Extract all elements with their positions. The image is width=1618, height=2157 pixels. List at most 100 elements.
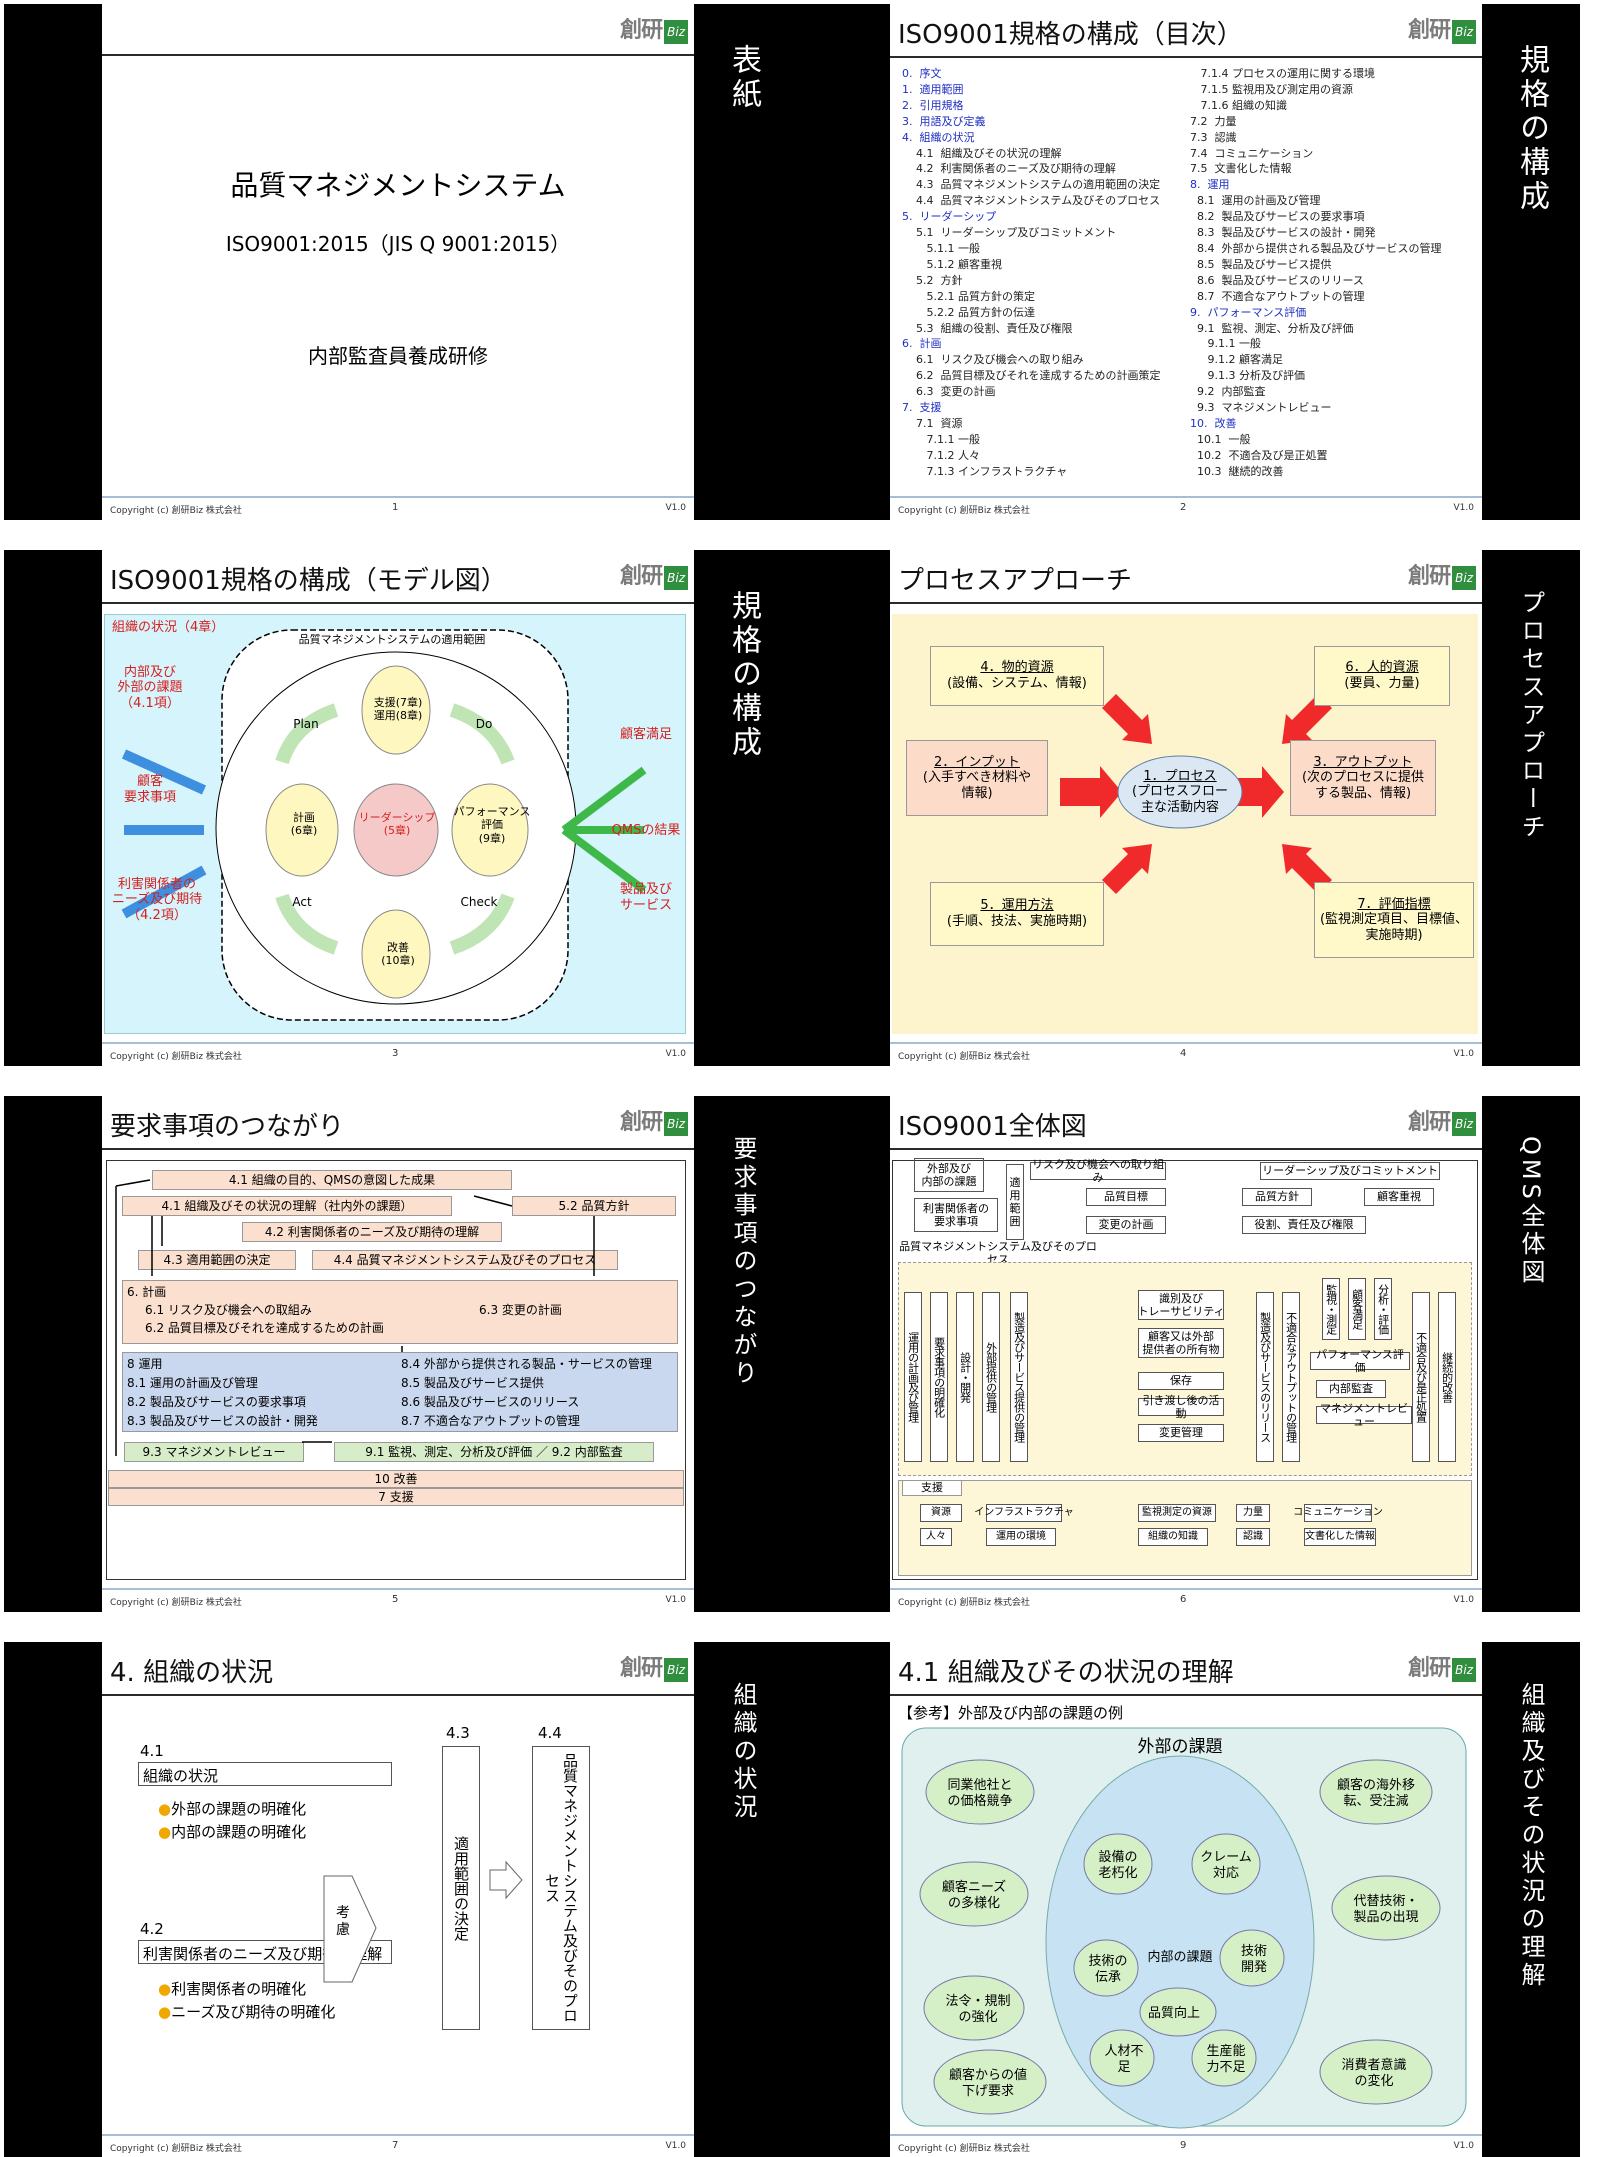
toc-right-item-21: 9.3 マネジメントレビュー [1190,401,1332,415]
toc-left-item-3: 3. 用語及び定義 [902,114,986,128]
num-4-2: 4.2 [140,1920,164,1938]
side-bar: 表紙 [694,4,792,520]
output-body: (次のプロセスに提供 する製品、情報) [1301,770,1425,801]
toc-right-item-11: 8.4 外部から提供される製品及びサービスの管理 [1190,241,1442,255]
toc-right-item-1: 7.1.5 監視用及び測定用の資源 [1190,82,1353,96]
toc-right-item-15: 9. パフォーマンス評価 [1190,305,1307,319]
issue-e4: 代替技術・ 製品の出現 [1353,1894,1419,1925]
support-infra: インフラストラクチャ [974,1504,1074,1522]
title-rule [102,602,694,604]
toc-right-item-6: 7.5 文書化した情報 [1190,162,1292,176]
cover-title: 品質マネジメントシステム [230,169,566,202]
slide-title: 4.1 組織及びその状況の理解 [898,1658,1234,1688]
side-label: QMS全体図 [1517,1136,1545,1287]
preservation-box: 保存 [1138,1372,1224,1390]
planning-6-3: 6.3 変更の計画 [479,1303,562,1317]
toc-right-item-13: 8.6 製品及びサービスのリリース [1190,273,1364,287]
toc-right-item-5: 7.4 コミュニケーション [1190,146,1314,160]
toc-right-item-16: 9.1 監視、測定、分析及び評価 [1190,321,1354,335]
side-label: 組織及びその状況の理解 [1517,1682,1545,1990]
bullet-4-2a: ●利害関係者の明確化 [158,1980,307,1998]
operation-item: 8.7 不適合なアウトプットの管理 [401,1414,580,1428]
support-know: 組織の知識 [1138,1528,1208,1546]
list-4-1: ●外部の課題の明確化 ●内部の課題の明確化 [158,1798,306,1844]
ext-issues: 外部及び 内部の課題 [914,1158,984,1192]
col-v8: 不適合及び是正処置 [1412,1292,1430,1462]
issue-i7: 生産能 力不足 [1206,2044,1246,2075]
toc-right-item-25: 10.3 継続的改善 [1190,464,1284,478]
left-bar [792,1642,890,2157]
input-body: (入手すべき材料や 情報) [922,770,1032,801]
input-issues: 内部及び 外部の課題 （4.1項） [117,664,183,711]
method-head: 5．運用方法 [980,898,1054,914]
risk-box: リスク及び機会への取り組み [1030,1157,1166,1184]
col-v6: 製造及びサービスのリリース [1256,1292,1274,1462]
toc-right-item-8: 8.1 運用の計画及び管理 [1190,194,1321,208]
issue-i2: クレーム 対応 [1200,1850,1252,1881]
side-label: 組織の状況 [729,1682,757,1822]
bullet-4-2b: ●ニーズ及び期待の明確化 [158,2003,336,2021]
scope-label: 品質マネジメントシステムの適用範囲 [298,633,486,647]
toc-right-item-4: 7.3 認識 [1190,130,1237,144]
col-v4: 外部提供の管理 [982,1292,1000,1462]
req-4-1-context: 4.1 組織及びその状況の理解（社内外の課題） [122,1196,452,1216]
left-bar [4,4,102,520]
list-4-2: ●利害関係者の明確化 ●ニーズ及び期待の明確化 [158,1978,335,2024]
req-5-2-policy: 5.2 品質方針 [512,1196,676,1216]
support-comm: コミュニケーション [1293,1504,1383,1522]
box-4-2: 利害関係者のニーズ及び期待の理解 [138,1940,392,1964]
col-m3: 分析・評価 [1374,1278,1392,1340]
toc-right-item-3: 7.2 力量 [1190,114,1237,128]
input-box: 2．インプット(入手すべき材料や 情報) [906,740,1048,816]
slide-title: ISO9001規格の構成（モデル図） [110,566,507,596]
issue-i1: 設備の 老朽化 [1098,1850,1138,1881]
side-label: 表紙 [726,44,761,112]
plan-label: Plan [293,716,319,731]
slide-title: プロセスアプローチ [898,566,1133,596]
planning-6-1: 6.1 リスク及び機会への取組み [145,1303,312,1317]
external-issues-label: 外部の課題 [1137,1736,1223,1757]
slide-title: 4. 組織の状況 [110,1658,274,1688]
toc-right-item-17: 9.1.1 一般 [1190,337,1261,351]
performance-eval-box: パフォーマンス評価 [1310,1348,1410,1374]
support-aware: 認識 [1236,1528,1270,1546]
toc-left-item-0: 0. 序文 [902,67,942,80]
toc-right-item-2: 7.1.6 組織の知識 [1190,98,1287,112]
physical-resource-box: 4．物的資源(設備、システム、情報) [930,646,1104,706]
issues-diagram [901,1727,1467,2129]
title-rule [890,56,1482,58]
physical-body: (設備、システム、情報) [947,676,1087,691]
side-bar: プロセスアプローチ [1482,550,1580,1066]
support-doc: 文書化した情報 [1304,1528,1376,1546]
col-v9: 継続的改善 [1438,1292,1456,1462]
toc-right: 7.1.4 プロセスの運用に関する環境 7.1.5 監視用及び測定用の資源 7.… [1190,66,1441,480]
left-bar [792,550,890,1066]
toc-left-item-10: 5.1 リーダーシップ及びコミットメント [902,226,1117,240]
col-v7: 不適合なアウトプットの管理 [1282,1292,1300,1462]
method-body: (手順、技法、実施時期) [946,914,1088,929]
operation-item: 8.4 外部から提供される製品・サービスの管理 [401,1357,652,1371]
toc-left-item-14: 5.2.1 品質方針の策定 [902,289,1035,303]
overview-frame [892,1160,1478,1580]
bullet-4-1a: ●外部の課題の明確化 [158,1800,307,1818]
